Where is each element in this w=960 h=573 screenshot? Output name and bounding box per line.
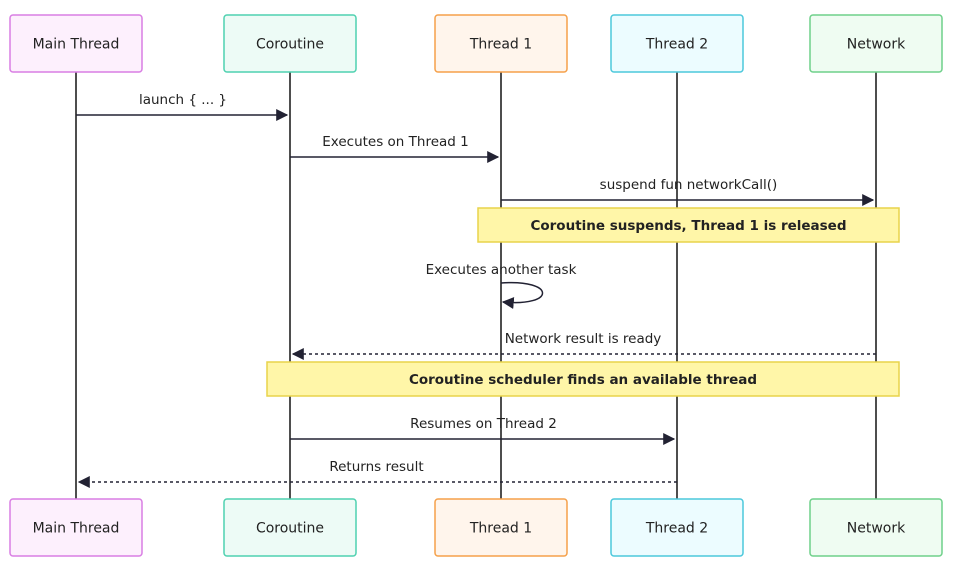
participant-thread2-top: Thread 2 <box>610 14 744 73</box>
message-label: Returns result <box>329 459 423 475</box>
participant-label: Coroutine <box>256 37 324 53</box>
participant-box <box>434 498 568 557</box>
participant-label: Coroutine <box>256 521 324 537</box>
participant-network-top: Network <box>809 14 943 73</box>
participant-box <box>434 14 568 73</box>
message-label: suspend fun networkCall() <box>600 177 778 193</box>
note-text: Coroutine suspends, Thread 1 is released <box>530 218 846 234</box>
note-text: Coroutine scheduler finds an available t… <box>409 372 757 388</box>
participant-box <box>809 14 943 73</box>
participant-label: Network <box>847 521 906 537</box>
message-2: Executes on Thread 1 <box>290 134 500 163</box>
participant-label: Thread 1 <box>469 37 532 53</box>
participant-box <box>610 14 744 73</box>
participant-coroutine-bottom: Coroutine <box>223 498 357 557</box>
participant-label: Thread 1 <box>469 521 532 537</box>
participant-label: Main Thread <box>33 521 120 537</box>
message-7: Returns result <box>77 459 677 488</box>
message-6: Resumes on Thread 2 <box>290 416 676 445</box>
participant-coroutine-top: Coroutine <box>223 14 357 73</box>
participant-label: Main Thread <box>33 37 120 53</box>
participant-box <box>809 498 943 557</box>
message-4: Executes another task <box>426 262 577 309</box>
note-box <box>266 361 900 397</box>
participant-network-bottom: Network <box>809 498 943 557</box>
message-5: Network result is ready <box>291 331 876 360</box>
participant-main-top: Main Thread <box>9 14 143 73</box>
message-label: launch { ... } <box>139 92 227 108</box>
participant-box <box>223 14 357 73</box>
message-label: Resumes on Thread 2 <box>410 416 557 432</box>
participant-label: Thread 2 <box>645 37 708 53</box>
participant-main-bottom: Main Thread <box>9 498 143 557</box>
participant-thread1-top: Thread 1 <box>434 14 568 73</box>
message-1: launch { ... } <box>76 92 289 121</box>
note-2: Coroutine scheduler finds an available t… <box>266 361 900 397</box>
participant-label: Thread 2 <box>645 521 708 537</box>
message-3: suspend fun networkCall() <box>501 177 875 206</box>
message-arrow <box>500 281 544 309</box>
participant-thread1-bottom: Thread 1 <box>434 498 568 557</box>
message-label: Executes on Thread 1 <box>322 134 469 150</box>
participant-box <box>223 498 357 557</box>
participant-label: Network <box>847 37 906 53</box>
message-label: Executes another task <box>426 262 577 278</box>
participant-box <box>9 14 143 73</box>
participant-box <box>610 498 744 557</box>
note-box <box>477 207 900 243</box>
message-label: Network result is ready <box>505 331 662 347</box>
participant-box <box>9 498 143 557</box>
note-1: Coroutine suspends, Thread 1 is released <box>477 207 900 243</box>
participant-thread2-bottom: Thread 2 <box>610 498 744 557</box>
